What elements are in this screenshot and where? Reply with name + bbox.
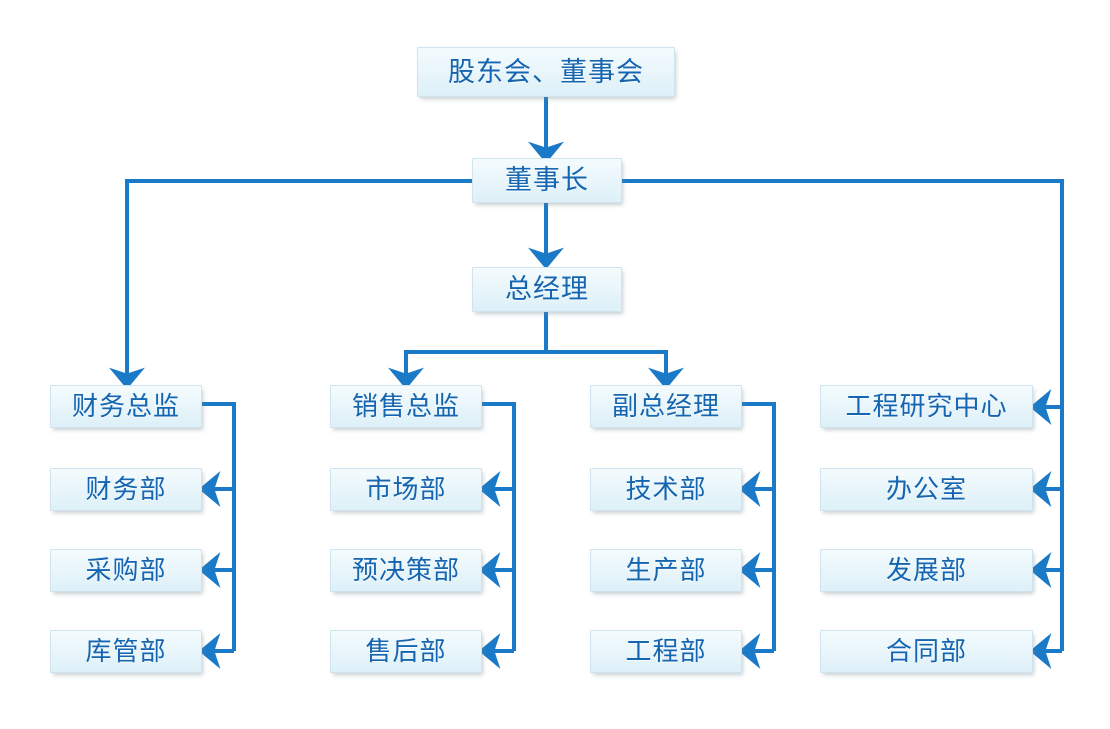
node-office-dept[interactable]: 办公室 [820, 468, 1033, 511]
node-production-dept[interactable]: 生产部 [590, 549, 742, 592]
edge-sales-trunk [482, 402, 516, 651]
node-purchasing-dept[interactable]: 采购部 [50, 549, 202, 592]
node-development-dept[interactable]: 发展部 [820, 549, 1033, 592]
node-engineering-center[interactable]: 工程研究中心 [820, 385, 1033, 428]
node-general-manager[interactable]: 总经理 [472, 267, 622, 312]
node-finance-dept[interactable]: 财务部 [50, 468, 202, 511]
node-technology-dept[interactable]: 技术部 [590, 468, 742, 511]
node-warehouse-dept[interactable]: 库管部 [50, 630, 202, 673]
node-planning-dept[interactable]: 预决策部 [330, 549, 482, 592]
edge-gm-sales [388, 350, 546, 390]
node-marketing-dept[interactable]: 市场部 [330, 468, 482, 511]
edge-chairman-cfo [109, 179, 472, 390]
edge-cfo-trunk [202, 402, 236, 651]
node-board[interactable]: 股东会、董事会 [417, 47, 675, 97]
edge-deputy-trunk [742, 402, 776, 651]
node-aftersales-dept[interactable]: 售后部 [330, 630, 482, 673]
node-sales-director[interactable]: 销售总监 [330, 385, 482, 428]
edge-gm-deputy [546, 350, 684, 390]
node-cfo[interactable]: 财务总监 [50, 385, 202, 428]
node-engineering-dept[interactable]: 工程部 [590, 630, 742, 673]
node-contract-dept[interactable]: 合同部 [820, 630, 1033, 673]
node-chairman[interactable]: 董事长 [472, 158, 622, 203]
node-deputy-gm[interactable]: 副总经理 [590, 385, 742, 428]
